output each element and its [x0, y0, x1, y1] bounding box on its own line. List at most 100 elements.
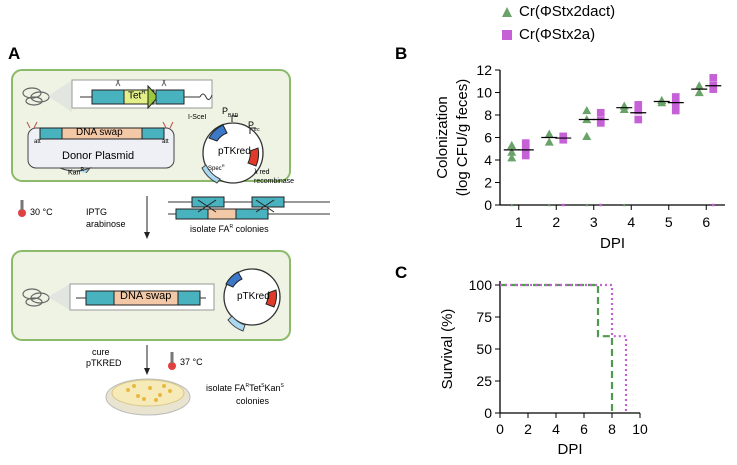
chart-b-point-stx2a	[596, 119, 605, 127]
iptg-label: IPTG	[86, 207, 108, 217]
chart-b-point-stx2dact	[582, 131, 592, 140]
chart-b-point-stx2dact	[582, 106, 592, 115]
chart-b-point-stx2a	[599, 203, 603, 207]
legend-item-stx2dact: Cr(ΦStx2dact)	[501, 3, 615, 20]
chart-b-point-stx2dact	[619, 104, 629, 113]
chart-c-xtick-label: 6	[580, 421, 588, 437]
temp-30-label: 30 °C	[30, 207, 53, 217]
att-label-right: att	[162, 139, 169, 145]
chart-c-ytick-label: 50	[476, 341, 492, 357]
chart-b-xtick-label: 2	[552, 214, 560, 230]
chart-b-xtick-label: 6	[702, 214, 710, 230]
ptkred-label-2: pTKred	[237, 291, 270, 302]
chart-b-point-stx2a	[709, 74, 718, 82]
chart-b-point-stx2a	[634, 106, 643, 115]
chart-b-xtick-label: 3	[590, 214, 598, 230]
kan-label: KanR	[68, 167, 85, 177]
isolate-fa-label: isolate FAR colonies	[190, 224, 269, 234]
chart-b-ylabel-line1: Colonization	[434, 96, 451, 179]
chart-b-point-stx2dact	[622, 203, 626, 207]
chart-b-point-stx2dact	[694, 81, 704, 90]
chart-b-point-stx2a	[521, 151, 530, 160]
chart-b-point-stx2dact	[507, 140, 517, 149]
panel-b-letter: B	[395, 44, 408, 63]
chart-b-point-stx2dact	[544, 137, 554, 146]
chart-b-point-stx2a	[596, 108, 605, 117]
isolate-final-colonies: colonies	[236, 396, 270, 406]
chart-b-point-stx2a	[709, 85, 718, 93]
panel-a-letter: A	[8, 44, 21, 63]
thermometer-icon-1	[18, 209, 26, 217]
chart-c-ytick-label: 75	[476, 309, 492, 325]
chart-c-xlabel: DPI	[557, 441, 582, 458]
tet-label: TetR	[128, 90, 146, 102]
arabinose-label: arabinose	[86, 219, 126, 229]
donor-flank-right	[141, 127, 165, 140]
cure-label: cure	[92, 347, 110, 357]
chart-b-point-stx2a	[634, 101, 643, 109]
panel-a-diagram	[11, 69, 330, 416]
chart-b-point-stx2a	[559, 135, 568, 144]
chart-b-ytick-label: 10	[476, 85, 492, 101]
chart-b-point-stx2dact	[507, 147, 517, 156]
chart-b-xtick-label: 1	[515, 214, 523, 230]
chart-c-series-stx2dact	[500, 283, 614, 413]
recombinase-label: recombinase	[254, 178, 295, 185]
cure-ptkred-label: pTKRED	[86, 358, 122, 368]
ptkred-label: pTKred	[218, 146, 251, 157]
chart-c-xtick-label: 0	[496, 421, 504, 437]
chart-b-point-stx2dact	[585, 203, 589, 207]
chart-b-point-stx2a	[711, 203, 715, 207]
tet-flank-left	[91, 89, 125, 105]
donor-dna-swap-label: DNA swap	[76, 127, 123, 138]
panel-c-letter: C	[395, 263, 408, 282]
spec-label: SpecR	[208, 163, 225, 172]
chart-c-ylabel: Survival (%)	[439, 309, 456, 390]
chart-c-xtick-label: 4	[552, 421, 560, 437]
chart-b-point-stx2a	[561, 203, 565, 207]
chart-b-point-stx2dact	[547, 203, 551, 207]
tet-flank-right	[155, 89, 185, 105]
chart-b-point-stx2dact	[507, 153, 517, 162]
chart-b-point-stx2dact	[657, 98, 667, 107]
chart-b-xlabel: DPI	[600, 235, 625, 252]
chromosome-icon	[22, 87, 50, 106]
att-label-left: att	[34, 139, 41, 145]
chart-b-point-stx2dact	[694, 88, 704, 97]
chart-c-xtick-label: 10	[632, 421, 648, 437]
chart-c-series-stx2a	[500, 283, 628, 413]
chart-b-point-stx2a	[671, 106, 680, 115]
donor-flank-left	[39, 127, 63, 140]
chart-b-ylabel: Colonization(log CFU/g feces)	[434, 79, 471, 197]
legend-triangle-icon	[502, 6, 512, 17]
chart-b-point-stx2dact	[544, 129, 554, 138]
legend-square-icon	[502, 29, 512, 40]
chart-b-ytick-label: 8	[484, 107, 492, 123]
pbad-label: PBAD	[222, 106, 239, 119]
chart-c-xtick-label: 8	[608, 421, 616, 437]
isce-label: I-SceI	[188, 114, 207, 121]
chart-c-ytick-label: 100	[469, 277, 493, 293]
spec-gene	[201, 164, 221, 184]
chart-b-xtick-label: 4	[627, 214, 635, 230]
chart-c-ytick-label: 25	[476, 373, 492, 389]
ptrc-label: Ptrc	[248, 120, 260, 133]
chart-b-point-stx2a	[521, 139, 530, 147]
chart-b-ylabel-line2: (log CFU/g feces)	[454, 79, 471, 197]
final-flank-left	[85, 290, 115, 306]
isce-gene	[208, 124, 228, 142]
ptkred-circle-2	[223, 268, 281, 326]
chart-b-point-stx2a	[671, 99, 680, 108]
chart-b-point-stx2a	[521, 144, 530, 153]
red-label: λ red	[254, 169, 270, 176]
chart-c-xtick-label: 2	[524, 421, 532, 437]
chromosome-icon-2	[22, 288, 50, 307]
chart-b-ytick-label: 4	[484, 152, 492, 168]
legend-item-stx2a: Cr(ΦStx2a)	[501, 26, 595, 43]
temp-37-label: 37 °C	[180, 357, 203, 367]
isolate-final-label: isolate FARTetSKanS	[206, 383, 284, 393]
chart-b-point-stx2a	[634, 115, 643, 124]
chart-b-ytick-label: 0	[484, 197, 492, 213]
